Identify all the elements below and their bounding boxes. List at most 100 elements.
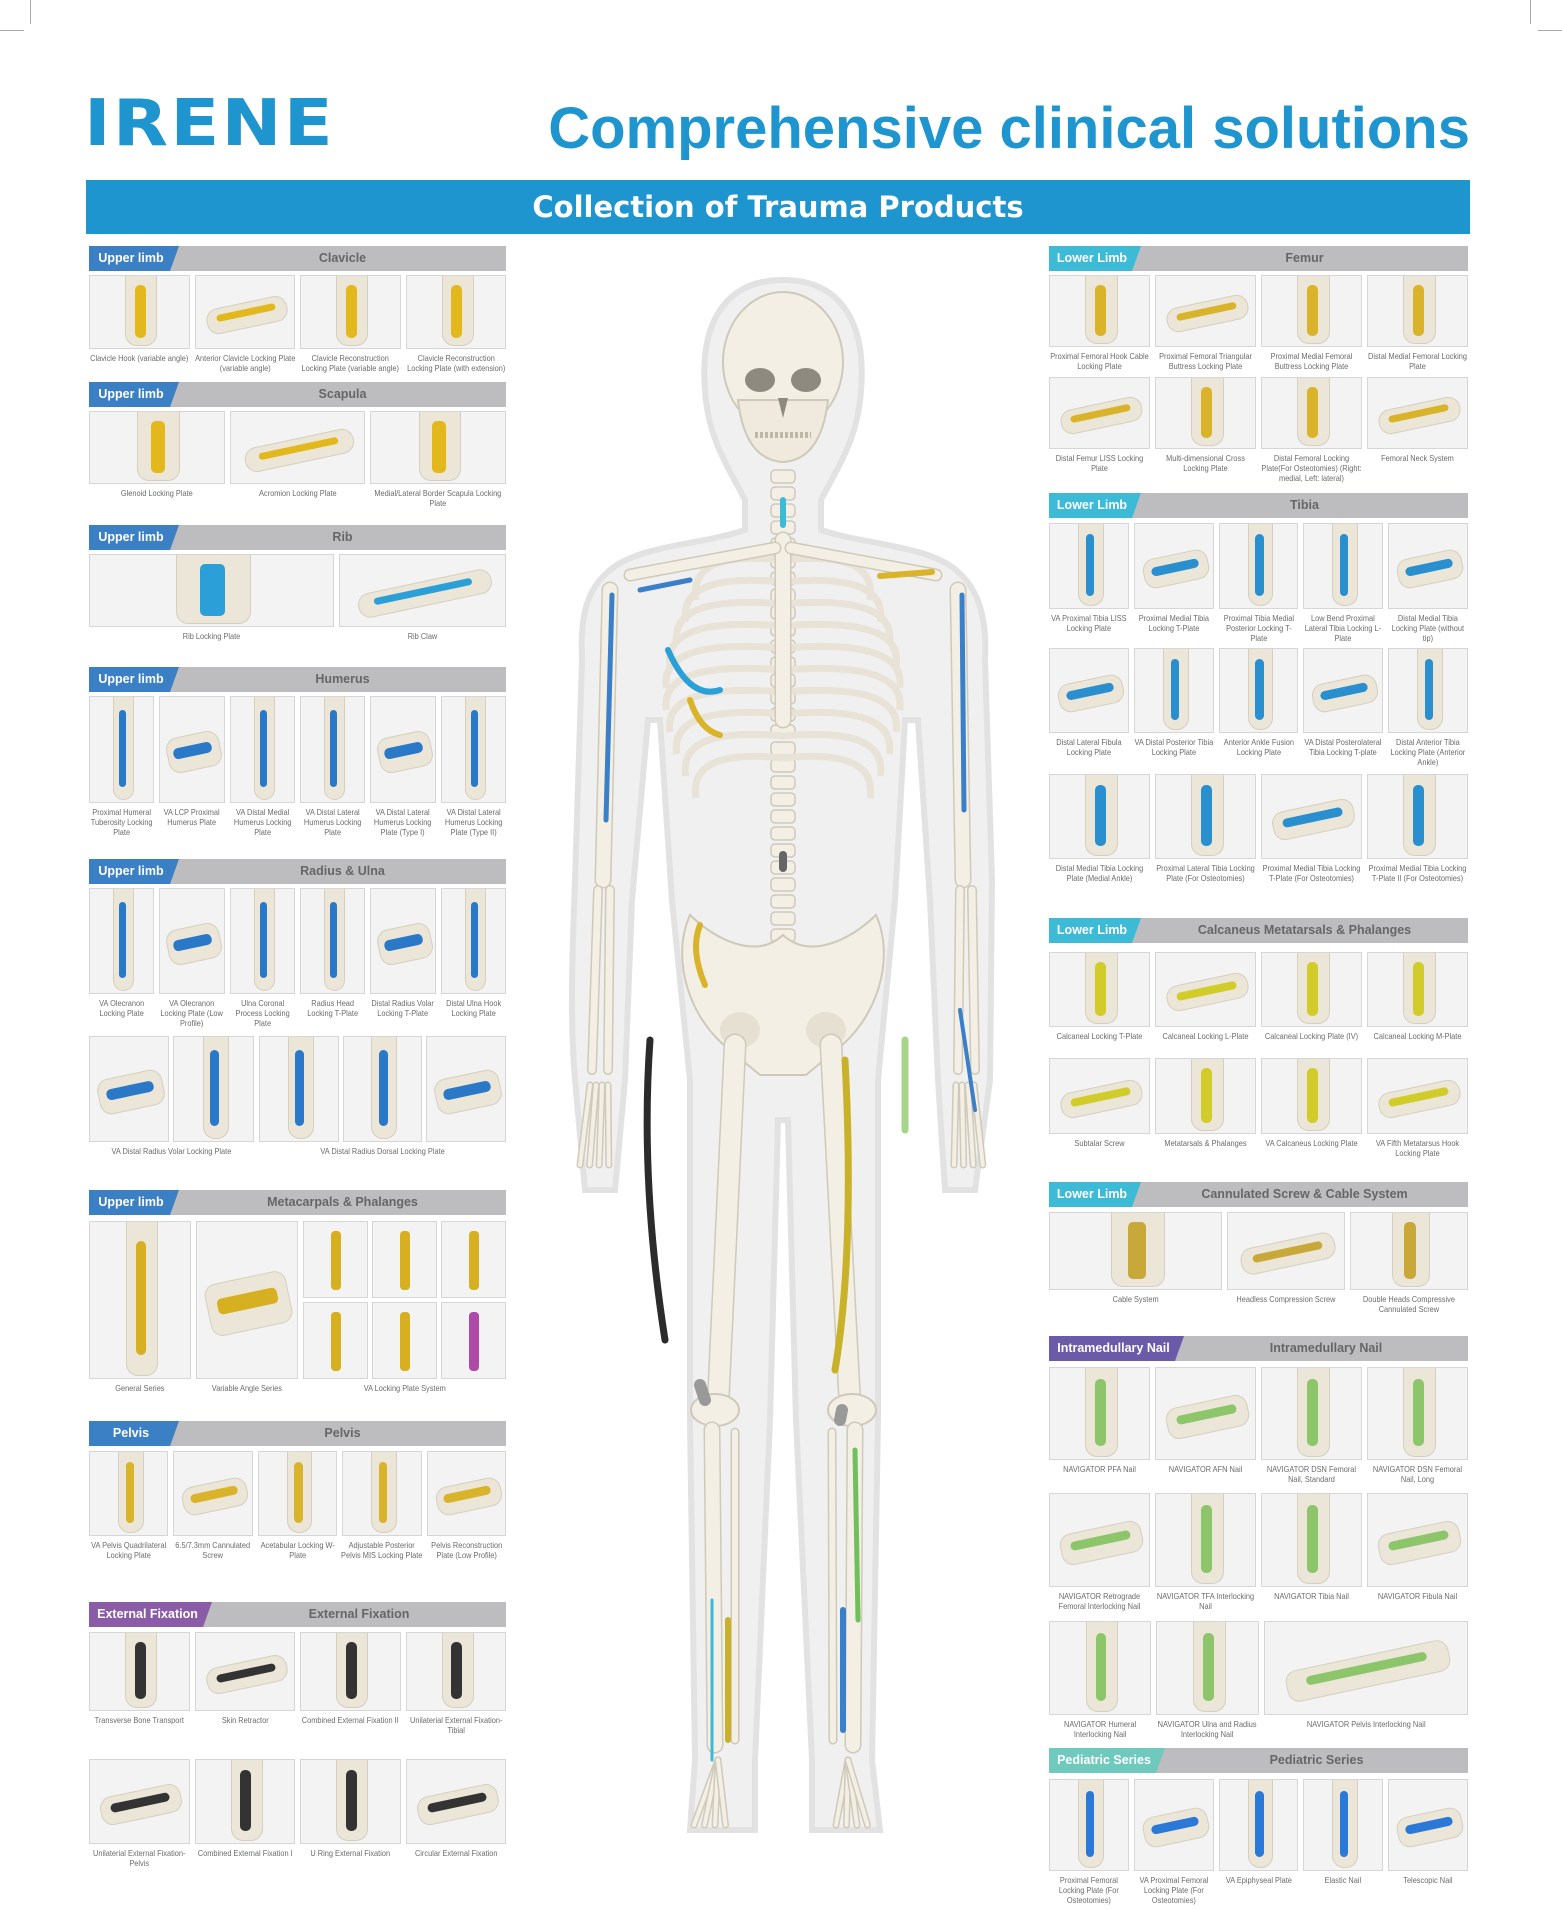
rib-right <box>782 598 894 645</box>
product-caption: Acetabular Locking W-Plate <box>260 1540 335 1561</box>
finger-left <box>587 1083 598 1167</box>
product-image <box>440 888 506 994</box>
product-caption: Glenoid Locking Plate <box>120 488 193 498</box>
implant-plate-image <box>1413 785 1424 847</box>
implant-plate-image <box>1307 1379 1318 1447</box>
product-caption: Distal Femur LISS Locking Plate <box>1055 453 1144 474</box>
product-caption: NAVIGATOR Fibula Nail <box>1377 1591 1458 1601</box>
implant-plate-image <box>1127 1222 1146 1279</box>
product-image <box>195 1221 298 1379</box>
product-image <box>1156 1621 1259 1715</box>
femoral-plate <box>831 1056 852 1374</box>
implant-plate-image <box>135 1240 147 1355</box>
product-image <box>1388 523 1468 609</box>
product-image <box>1261 952 1362 1027</box>
product-caption: VA Distal Lateral Humerus Locking Plate … <box>444 807 503 838</box>
product-caption: Transverse Bone Transport <box>94 1715 184 1725</box>
product-image <box>405 1759 506 1844</box>
product-caption: VA Epiphyseal Plate <box>1225 1875 1292 1885</box>
product-caption: Rib Locking Plate <box>182 631 241 641</box>
implant-plate-image <box>125 1462 134 1524</box>
product-image <box>302 1221 368 1298</box>
rib-left <box>672 598 784 645</box>
implant-plate-image <box>379 1049 388 1127</box>
product-image <box>89 1759 190 1844</box>
rib-right <box>782 664 904 711</box>
implant-plate-image <box>210 1049 219 1127</box>
section-title: External Fixation <box>308 1607 410 1621</box>
product-caption: VA Olecranon Locking Plate (Low Profile) <box>160 998 224 1029</box>
product-image <box>229 696 295 803</box>
ulna-left <box>588 886 602 1074</box>
rib-plate-2 <box>687 697 723 738</box>
implant-plate-image <box>1255 1791 1264 1858</box>
implant-plate-image <box>469 1231 480 1290</box>
implant-plate-image <box>345 1642 357 1700</box>
product-caption: Proximal Humeral Tuberosity Locking Plat… <box>90 807 153 838</box>
product-image <box>1049 275 1150 347</box>
product-caption: Proximal Tibia Medial Posterior Locking … <box>1223 613 1294 644</box>
product-image <box>1049 1621 1152 1715</box>
product-image <box>257 1451 338 1536</box>
implant-plate-image <box>451 284 463 339</box>
product-caption: Elastic Nail <box>1325 1875 1362 1885</box>
product-image <box>339 554 506 627</box>
section-title: Femur <box>1285 251 1324 265</box>
product-image <box>1261 377 1362 449</box>
finger-left <box>597 1083 604 1167</box>
product-image <box>370 696 436 803</box>
category-tag: Upper limb <box>89 1190 179 1215</box>
product-caption: Calcaneal Locking L-Plate <box>1162 1031 1249 1041</box>
product-caption: Proximal Lateral Tibia Locking Plate (Fo… <box>1156 863 1255 884</box>
implant-plate-image <box>259 901 267 979</box>
product-image <box>1155 1367 1256 1460</box>
implant-plate-image <box>1307 1068 1318 1123</box>
product-image <box>300 1632 401 1711</box>
product-image <box>300 888 366 994</box>
implant-plate-image <box>1095 785 1106 847</box>
product-image <box>1218 648 1299 733</box>
rib-left <box>691 752 784 799</box>
product-image <box>194 1632 295 1711</box>
product-caption: Ulna Coronal Process Locking Plate <box>235 998 290 1029</box>
product-image <box>1049 523 1129 609</box>
rib-right <box>782 730 885 777</box>
implant-plate-image <box>294 1462 303 1524</box>
tibia-nail <box>852 1447 861 1623</box>
product-image <box>1367 275 1468 347</box>
product-caption: Distal Medial Tibia Locking Plate (witho… <box>1391 613 1465 644</box>
product-image <box>1155 774 1256 859</box>
implant-plate-image <box>1255 659 1264 721</box>
product-image <box>89 275 190 349</box>
toe-right <box>846 1758 870 1827</box>
product-caption: Headless Compression Screw <box>1236 1294 1336 1304</box>
finger-left <box>578 1083 592 1167</box>
eye-socket-left <box>745 368 775 392</box>
rib-right <box>782 708 894 755</box>
product-image <box>229 888 295 994</box>
product-image <box>440 1302 506 1379</box>
product-image <box>300 1759 401 1844</box>
product-image <box>1049 952 1150 1027</box>
product-image <box>371 1302 437 1379</box>
hip-hook-cable-plate <box>643 1036 669 1344</box>
category-tag: Lower Limb <box>1049 1182 1141 1207</box>
crop-mark <box>1530 0 1531 24</box>
vertebra <box>770 911 796 926</box>
product-caption: VA Distal Posterolateral Tibia Locking T… <box>1304 737 1382 758</box>
product-caption: Calcaneal Locking M-Plate <box>1373 1031 1462 1041</box>
product-caption: Telescopic Nail <box>1403 1875 1453 1885</box>
implant-plate-image <box>1170 659 1179 721</box>
product-image <box>159 888 225 994</box>
product-image <box>1049 1779 1129 1871</box>
product-caption: VA Olecranon Locking Plate <box>99 998 145 1019</box>
product-caption: Pelvis Reconstruction Plate (Low Profile… <box>430 1540 502 1561</box>
implant-plate-image <box>1203 1633 1214 1701</box>
femur-right <box>821 1035 860 1415</box>
implant-plate-image <box>1095 1633 1107 1701</box>
